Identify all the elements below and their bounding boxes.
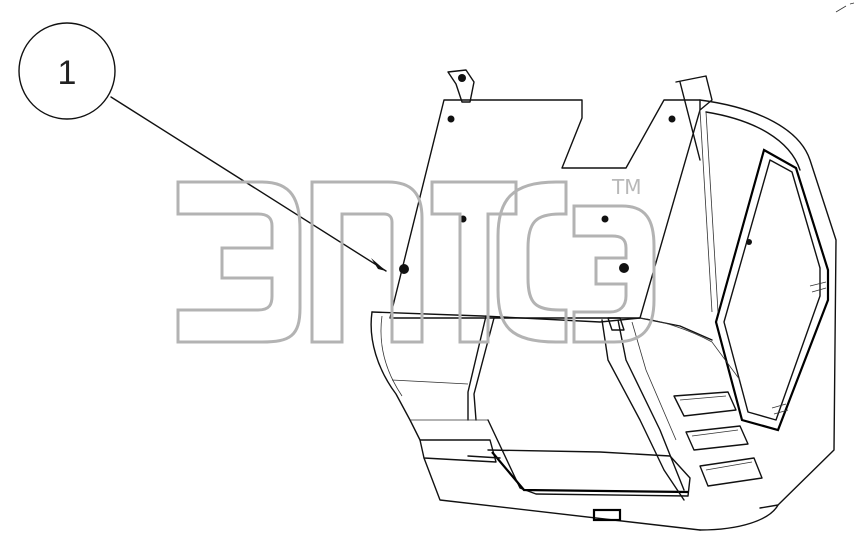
screw-icon — [399, 264, 409, 274]
side-button-group — [673, 391, 763, 487]
side-button-2[interactable] — [685, 425, 749, 451]
etp-logo-icon: TM — [176, 175, 656, 344]
callout-1[interactable]: 1 — [18, 22, 387, 272]
leader-line — [110, 96, 387, 272]
right-side-housing — [699, 99, 837, 509]
label-slot — [592, 508, 622, 522]
screw-icon — [601, 215, 609, 223]
screw-icon — [447, 115, 455, 123]
front-housing — [370, 311, 779, 531]
trademark-label: TM — [611, 175, 641, 199]
side-button-3[interactable] — [699, 457, 763, 487]
leader-arrow — [371, 258, 386, 271]
corner-mark — [835, 2, 855, 13]
hinge-pin-icon — [458, 74, 466, 82]
screw-icon — [619, 263, 629, 273]
callout-label: 1 — [58, 54, 77, 92]
top-cover-panel — [389, 69, 713, 319]
screw-icon — [668, 115, 676, 123]
callout-circle — [18, 22, 116, 120]
window-knob-icon — [746, 239, 752, 245]
side-button-1[interactable] — [673, 391, 737, 417]
